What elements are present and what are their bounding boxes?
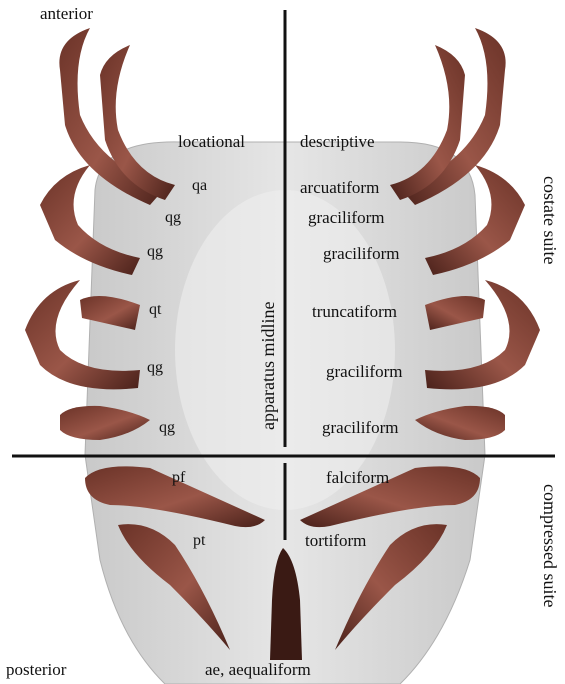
label-qg-3: qg	[147, 358, 163, 378]
label-pf: pf	[172, 468, 185, 488]
label-pt: pt	[193, 531, 205, 551]
label-qg-2: qg	[147, 242, 163, 262]
label-graciliform-1: graciliform	[308, 208, 384, 228]
label-qt: qt	[149, 300, 161, 320]
locational-header: locational	[178, 132, 245, 152]
costate-suite-label: costate suite	[539, 176, 560, 264]
label-qg-1: qg	[165, 208, 181, 228]
compressed-suite-label: compressed suite	[539, 484, 560, 607]
label-aequaliform: ae, aequaliform	[205, 660, 311, 680]
label-qg-4: qg	[159, 418, 175, 438]
label-graciliform-2: graciliform	[323, 244, 399, 264]
label-qa: qa	[192, 176, 207, 196]
label-tortiform: tortiform	[305, 531, 366, 551]
label-truncatiform: truncatiform	[312, 302, 397, 322]
label-graciliform-4: graciliform	[322, 418, 398, 438]
descriptive-header: descriptive	[300, 132, 375, 152]
label-falciform: falciform	[326, 468, 389, 488]
posterior-label: posterior	[6, 660, 66, 680]
anterior-label: anterior	[40, 4, 93, 24]
midline-label: apparatus midline	[258, 302, 279, 430]
label-arcuatiform: arcuatiform	[300, 178, 379, 198]
label-graciliform-3: graciliform	[326, 362, 402, 382]
